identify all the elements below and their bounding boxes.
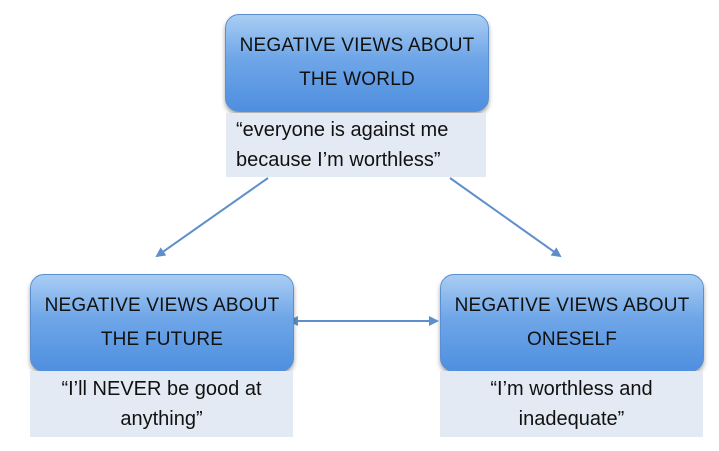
node-title-future: NEGATIVE VIEWS ABOUT THE FUTURE <box>44 295 280 350</box>
note-oneself: “I’m worthless and inadequate” <box>440 371 703 437</box>
node-title-world: NEGATIVE VIEWS ABOUT THE WORLD <box>239 35 475 90</box>
note-text-future: “I’ll NEVER be good at anything” <box>61 378 262 430</box>
node-negative-views-world: NEGATIVE VIEWS ABOUT THE WORLD <box>225 14 489 112</box>
note-world: “everyone is against me because I’m wort… <box>226 113 486 177</box>
note-text-oneself: “I’m worthless and inadequate” <box>490 378 653 430</box>
arrow-world-to-oneself <box>449 177 562 258</box>
arrow-world-to-future <box>155 177 269 258</box>
note-future: “I’ll NEVER be good at anything” <box>30 371 293 437</box>
node-title-oneself: NEGATIVE VIEWS ABOUT ONESELF <box>454 295 690 350</box>
node-negative-views-future: NEGATIVE VIEWS ABOUT THE FUTURE <box>30 274 294 372</box>
node-negative-views-oneself: NEGATIVE VIEWS ABOUT ONESELF <box>440 274 704 372</box>
note-text-world: “everyone is against me because I’m wort… <box>236 119 449 171</box>
